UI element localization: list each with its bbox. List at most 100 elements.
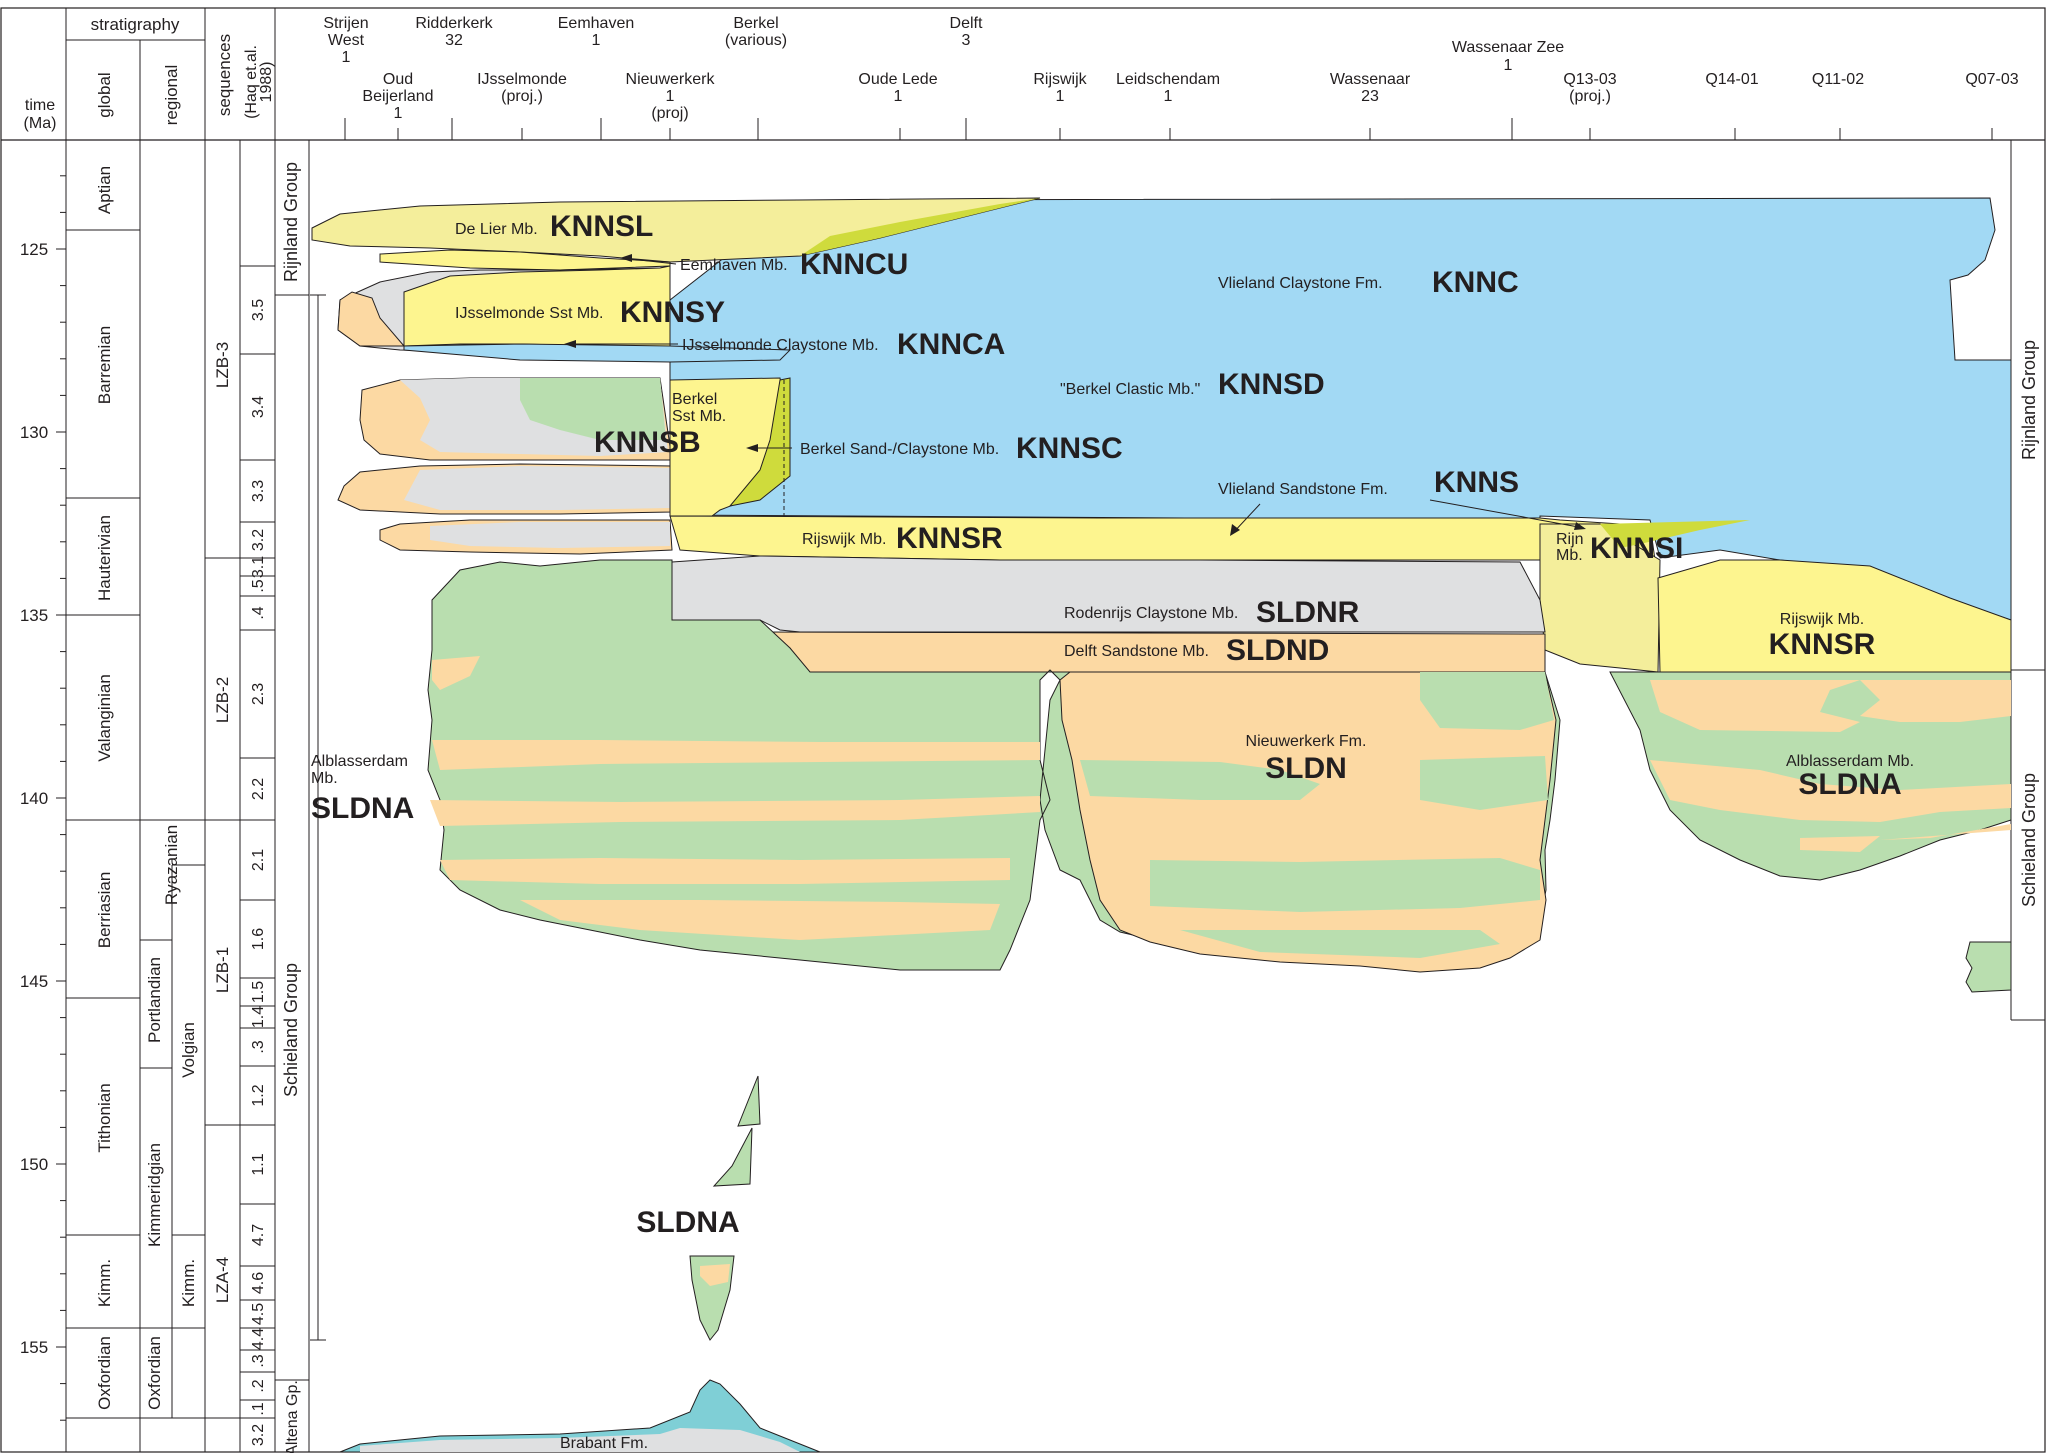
time-tick-label: 130 xyxy=(20,423,48,442)
svg-text:Mb.: Mb. xyxy=(1556,547,1583,564)
svg-text:Berkel: Berkel xyxy=(733,15,778,32)
supersequence-lzb1: LZB-1 xyxy=(213,947,232,993)
stage-oxfordian: Oxfordian xyxy=(95,1336,114,1410)
well-ijsselmonde: IJsselmonde (proj.) xyxy=(477,71,567,105)
sequence-label: 4.5 xyxy=(250,1303,267,1325)
svg-text:Strijen: Strijen xyxy=(323,15,368,32)
sequence-label: 1.5 xyxy=(250,981,267,1003)
sequence-label: 3.2 xyxy=(250,1424,267,1446)
svg-text:(various): (various) xyxy=(725,32,787,49)
sequence-label: 3.5 xyxy=(250,299,267,321)
svg-text:SLDN: SLDN xyxy=(1265,752,1347,785)
alblasserdam-right-sand-4 xyxy=(1800,836,1880,852)
time-unit-label: (Ma) xyxy=(24,115,57,132)
supersequences: LZB-3 LZB-2 LZB-1 LZA-4 xyxy=(205,342,240,1419)
group-rijnland-left: Rijnland Group xyxy=(281,162,301,282)
svg-text:"Berkel Clastic Mb.": "Berkel Clastic Mb." xyxy=(1060,381,1200,398)
label-knnsb: KNNSB xyxy=(594,426,701,459)
tithonian-lens-1 xyxy=(737,1075,761,1127)
sequence-label: 2.3 xyxy=(250,683,267,705)
label-knnsd: "Berkel Clastic Mb." KNNSD xyxy=(1060,368,1325,401)
svg-text:IJsselmonde Claystone Mb.: IJsselmonde Claystone Mb. xyxy=(682,337,879,354)
unit-labels: De Lier Mb. KNNSL Eemhaven Mb. KNNCU Vli… xyxy=(311,210,1914,1452)
label-knnsr-right: Rijswijk Mb. KNNSR xyxy=(1769,611,1876,661)
svg-text:SLDND: SLDND xyxy=(1226,634,1329,667)
sequence-label: .3 xyxy=(250,1354,267,1367)
svg-text:KNNSD: KNNSD xyxy=(1218,368,1325,401)
ijsselmonde-sst-body xyxy=(403,265,671,347)
alblasserdam-right-sand-3 xyxy=(1650,760,2011,822)
label-sldna-left: Alblasserdam Mb. SLDNA xyxy=(311,753,414,825)
well-leidschendam: Leidschendam 1 xyxy=(1116,71,1220,105)
regional-ryazanian: Ryazanian xyxy=(162,825,181,905)
well-berkel: Berkel (various) xyxy=(725,15,787,49)
stratigraphy-label: stratigraphy xyxy=(91,15,180,34)
rijn-lime-wedge xyxy=(1600,520,1750,548)
svg-text:(proj.): (proj.) xyxy=(1569,88,1611,105)
alblasserdam-sand-4 xyxy=(440,858,1010,884)
label-sldna-mid: SLDNA xyxy=(636,1206,739,1239)
label-sldnd: Delft Sandstone Mb. SLDND xyxy=(1064,634,1329,667)
svg-text:KNNSL: KNNSL xyxy=(550,210,653,243)
sequence-label: 3.2 xyxy=(250,529,267,551)
svg-text:Oud: Oud xyxy=(383,71,413,88)
stage-barremian: Barremian xyxy=(95,326,114,404)
group-column: Rijnland Group Schieland Group Altena Gp… xyxy=(275,162,326,1453)
nieuwerkerk-green-3 xyxy=(1420,756,1548,810)
time-tick-label: 135 xyxy=(20,606,48,625)
svg-text:Leidschendam: Leidschendam xyxy=(1116,71,1220,88)
label-knnsr: Rijswijk Mb. KNNSR xyxy=(802,522,1003,555)
well-wassenaar: Wassenaar 23 xyxy=(1330,71,1411,105)
well-oud-beijerland: Oud Beijerland 1 xyxy=(362,71,433,122)
supersequence-lzb2: LZB-2 xyxy=(213,677,232,723)
regional-volgian: Volgian xyxy=(179,1022,198,1078)
sequence-label: 1.4 xyxy=(250,1006,267,1028)
well-rijswijk: Rijswijk 1 xyxy=(1033,71,1087,105)
regional-label: regional xyxy=(162,65,181,126)
svg-text:Oude Lede: Oude Lede xyxy=(858,71,937,88)
svg-text:Sst Mb.: Sst Mb. xyxy=(672,408,726,425)
svg-text:IJsselmonde Sst Mb.: IJsselmonde Sst Mb. xyxy=(455,305,604,322)
sequence-label: 3.4 xyxy=(250,396,267,418)
geologic-bodies xyxy=(311,197,2012,1453)
nieuwerkerk-green-2 xyxy=(1080,760,1320,800)
well-strijen-west: Strijen West 1 xyxy=(323,15,368,66)
svg-text:KNNCA: KNNCA xyxy=(897,328,1005,361)
header-left: time (Ma) stratigraphy global regional s… xyxy=(24,15,275,132)
berkel-sand-claystone-lime xyxy=(728,377,791,507)
eemhaven-body xyxy=(379,249,671,271)
alblasserdam-sand-3 xyxy=(430,796,1040,826)
svg-text:1: 1 xyxy=(1164,88,1173,105)
stage-kimm: Kimm. xyxy=(95,1259,114,1307)
well-delft: Delft 3 xyxy=(950,15,983,49)
time-label: time xyxy=(25,97,55,114)
alblasserdam-sand-2 xyxy=(432,740,1040,770)
svg-text:Alblasserdam Mb.: Alblasserdam Mb. xyxy=(1786,753,1914,770)
group-rijnland-right: Rijnland Group xyxy=(2019,340,2039,460)
label-sldn: Nieuwerkerk Fm. SLDN xyxy=(1246,733,1367,785)
sequence-label: .5 xyxy=(250,579,267,592)
sequence-label: 3.3 xyxy=(250,480,267,502)
sequence-label: .4 xyxy=(250,606,267,619)
regional-stages: Ryazanian Portlandian Volgian Kimmeridgi… xyxy=(140,819,205,1419)
well-eemhaven: Eemhaven 1 xyxy=(558,15,635,49)
well-oude-lede: Oude Lede 1 xyxy=(858,71,937,105)
label-knnsi: Rijn Mb. KNNSI xyxy=(1556,531,1683,565)
sequence-label: 4.6 xyxy=(250,1272,267,1294)
well-q13-03: Q13-03 (proj.) xyxy=(1563,71,1616,105)
label-knnsy: IJsselmonde Sst Mb. KNNSY xyxy=(455,296,725,329)
tithonian-lens-3-sand xyxy=(700,1264,730,1286)
svg-text:KNNC: KNNC xyxy=(1432,266,1519,299)
label-knnsc: Berkel Sand-/Claystone Mb. KNNSC xyxy=(746,432,1123,465)
svg-text:Nieuwerkerk: Nieuwerkerk xyxy=(626,71,716,88)
label-knns: Vlieland Sandstone Fm. KNNS xyxy=(1218,466,1586,536)
svg-text:De Lier Mb.: De Lier Mb. xyxy=(455,221,538,238)
label-knncu: Eemhaven Mb. KNNCU xyxy=(620,248,908,281)
svg-text:KNNCU: KNNCU xyxy=(800,248,908,281)
svg-text:SLDNA: SLDNA xyxy=(311,792,414,825)
stage-aptian: Aptian xyxy=(95,166,114,214)
label-brabant: Brabant Fm. xyxy=(560,1435,648,1452)
frame xyxy=(0,7,2046,1453)
brabant-fm-grey xyxy=(360,1428,800,1452)
time-tick-label: 155 xyxy=(20,1338,48,1357)
